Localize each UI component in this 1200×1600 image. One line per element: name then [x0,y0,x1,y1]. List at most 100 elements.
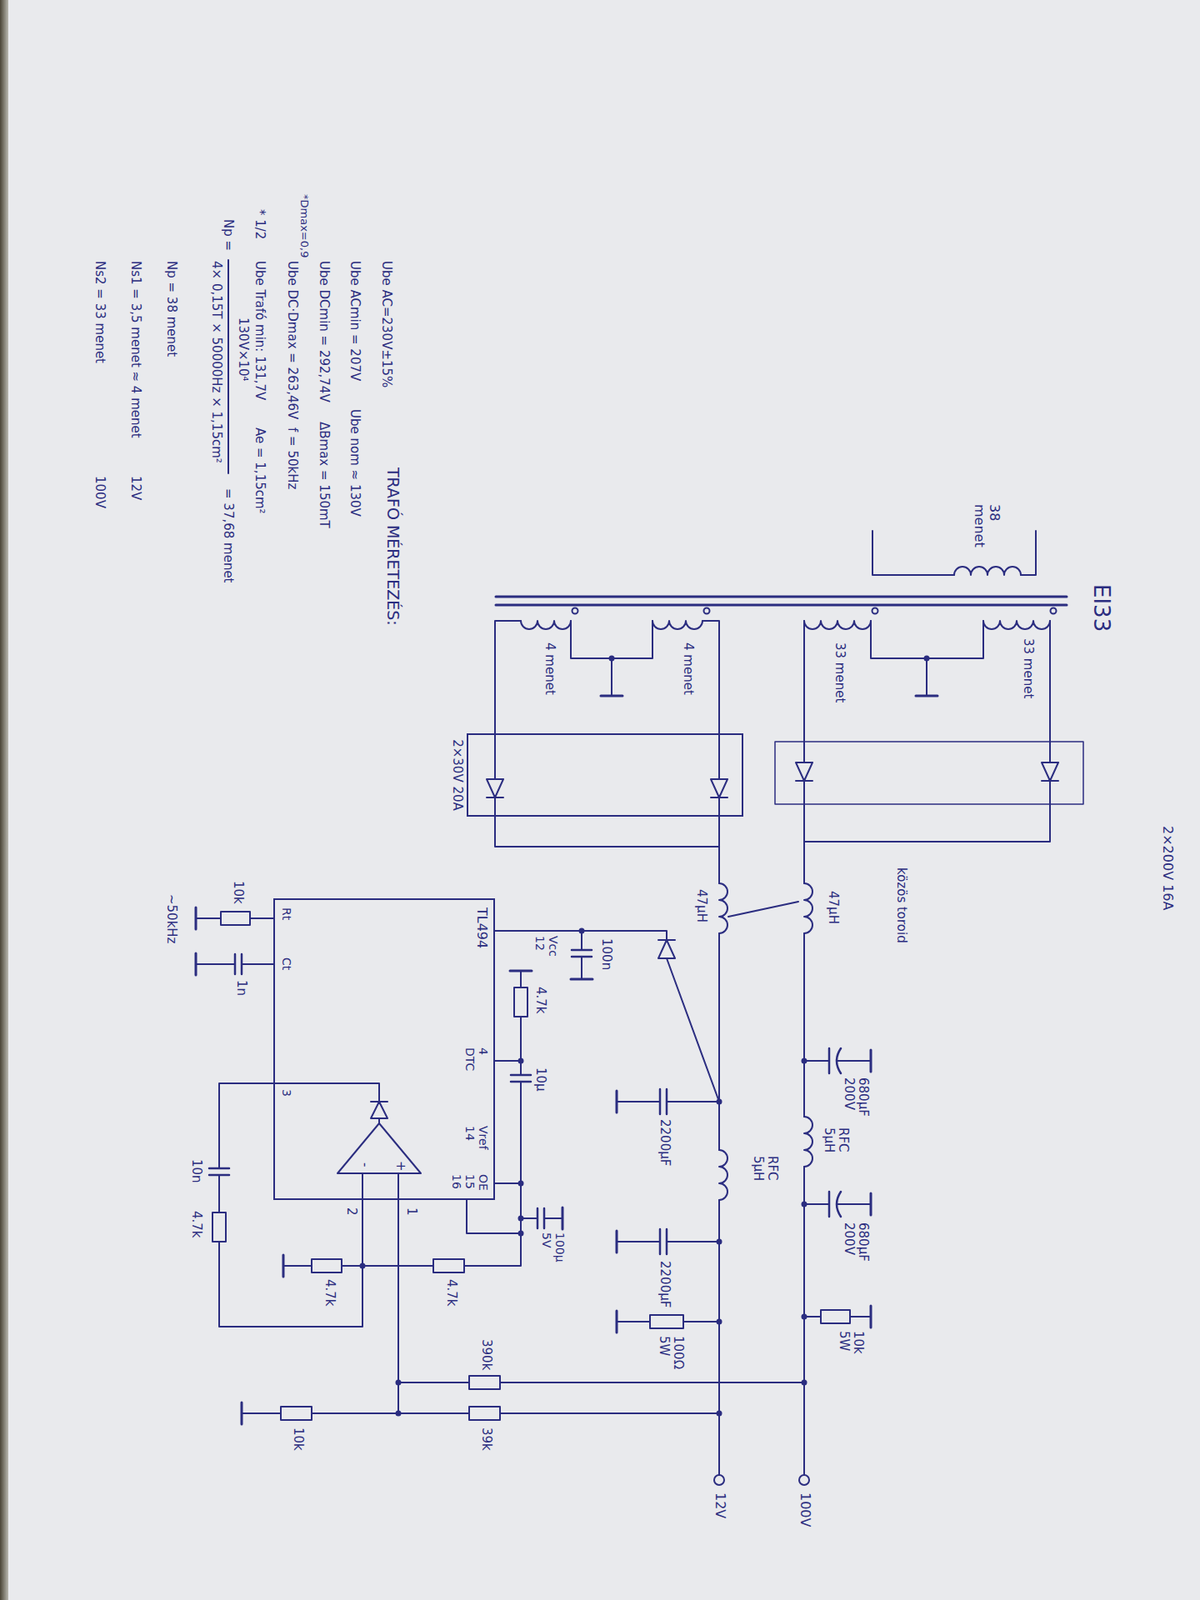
capacitor-symbol [209,950,841,1255]
junction-dot [579,928,585,935]
schematic-label: 4 DTC [463,1046,490,1077]
junction-dot [609,655,615,662]
junction-dots [360,655,930,1417]
sheet-title: EI33 [1088,583,1114,633]
schematic-label: 39k [479,1426,494,1452]
junction-dot [395,1380,402,1386]
schematic-label: 100Ω 5W [656,1335,686,1374]
junction-dot [801,1058,808,1065]
output-terminal [799,1475,810,1485]
diode-pack-outline [775,741,1084,805]
wire [195,530,1050,1475]
winding-dot [572,608,579,615]
junction-dot [801,1314,808,1320]
schematic-label: 2 [344,1206,359,1217]
winding-coil [520,566,1050,630]
diode-pack-box: 2×30V 20A [466,733,744,817]
schematic-label: + [393,1160,408,1173]
schematic-label: 100µ 5V [540,1231,567,1267]
resistor-symbol [212,911,850,1420]
schematic-label: Rt [280,906,294,921]
schematic-label: 47µH [694,888,709,924]
part-rating: 2×30V 20A [450,738,465,812]
schematic-label: ΔBmax = 150mT [316,420,331,530]
schematic-label: 10k 5W [836,1330,866,1370]
schematic-ink [195,260,1084,1485]
schematic-label: 4.7k [322,1278,337,1308]
schematic-label: 10µ [533,1066,548,1093]
schematic-label: Ct [280,956,294,971]
transformer-core [495,596,1067,605]
schematic-label: 2×200V 16A [1160,825,1175,911]
junction-dot [716,1239,723,1245]
schematic-label: Np = [220,218,235,252]
schematic-label: TRAFÓ MÉRETEZÉS: [383,466,402,627]
schematic-label: közös toroid [894,866,909,945]
schematic-label: 4 menet [680,641,695,696]
junction-dot [801,1201,808,1208]
schematic-label: Np = 38 menet [164,260,179,358]
schematic-label: Ube Trafó min: 131,7V [252,260,267,401]
schematic-label: Ns2 = 33 menet [92,260,107,365]
schematic-label: 33 menet [1020,637,1035,700]
winding-dot [704,608,710,615]
schematic-label: 2200µF [657,1118,672,1167]
schematic-label: 3 [280,1088,294,1098]
schematic-label: 2200µF [657,1260,672,1309]
schematic-label: 680µF 200V [841,1076,871,1122]
schematic-label: RFC 5µH [750,1155,780,1194]
schematic-label: OE 15 16 [450,1173,490,1197]
schematic-label: 390k [479,1338,494,1371]
schematic-label: *Dmax=0,9 [297,193,310,259]
table-edge [0,0,9,1600]
schematic-label: Ns1 = 3,5 menet ≈ 4 menet [128,260,143,440]
inductor-symbol [719,883,813,1200]
schematic-label: 33 menet [832,641,847,704]
junction-dot [518,1058,525,1065]
schematic-label: ~50kHz [164,893,179,945]
schematic-label: 130V×10⁴ [235,316,250,383]
schematic-label: 100n [599,937,614,971]
schematic-label: 38 menet [970,503,1002,554]
output-terminal [714,1475,725,1485]
schematic-label: Ube AC=230V±15% [379,260,394,389]
junction-dot [801,1380,808,1386]
junction-dot [395,1410,402,1417]
junction-dot [518,1215,525,1222]
schematic-label: = 37,68 menet [220,487,235,585]
schematic-label: 10k [290,1426,305,1452]
junction-dot [924,655,930,662]
schematic-label: 100V [797,1491,813,1528]
schematic-label: 4 menet [542,641,557,696]
schematic-label: 12V [712,1491,728,1520]
ic-box: TL494 [273,898,495,1200]
junction-dot [716,1099,723,1105]
schematic-label: 10k [230,880,245,905]
ic-name: TL494 [474,906,490,950]
schematic-label: Ube DCmin = 292,74V [316,260,331,404]
schematic-label: Vcc 12 [533,935,560,965]
ground-symbol [195,695,938,1425]
schematic-label: 4.7k [444,1278,459,1308]
schematic-label: Ube DC·Dmax = 263,46V [285,260,300,420]
schematic-label: 10n [189,1158,204,1185]
fraction-bar [227,260,230,474]
schematic-label: 4× 0,15T × 50000Hz × 1,15cm² [209,260,224,465]
junction-dot [518,1180,525,1187]
schematic-label: 4.7k [189,1210,204,1240]
schematic-label: 12V [128,475,143,501]
schematic-label: 100V [92,475,107,510]
winding-dots [572,608,1057,1486]
schematic-label: 4.7k [533,985,548,1015]
schematic-label: Ube nom ≈ 130V [347,408,362,518]
schematic-label: RFC 5µH [821,1126,851,1165]
opamp-symbol [337,1123,421,1174]
schematic-label: - [357,1161,372,1168]
winding-dot [1050,608,1057,615]
schematic-label: * 1/2 [252,208,267,240]
junction-dot [360,1263,366,1270]
schematic-label: 1n [234,979,249,997]
